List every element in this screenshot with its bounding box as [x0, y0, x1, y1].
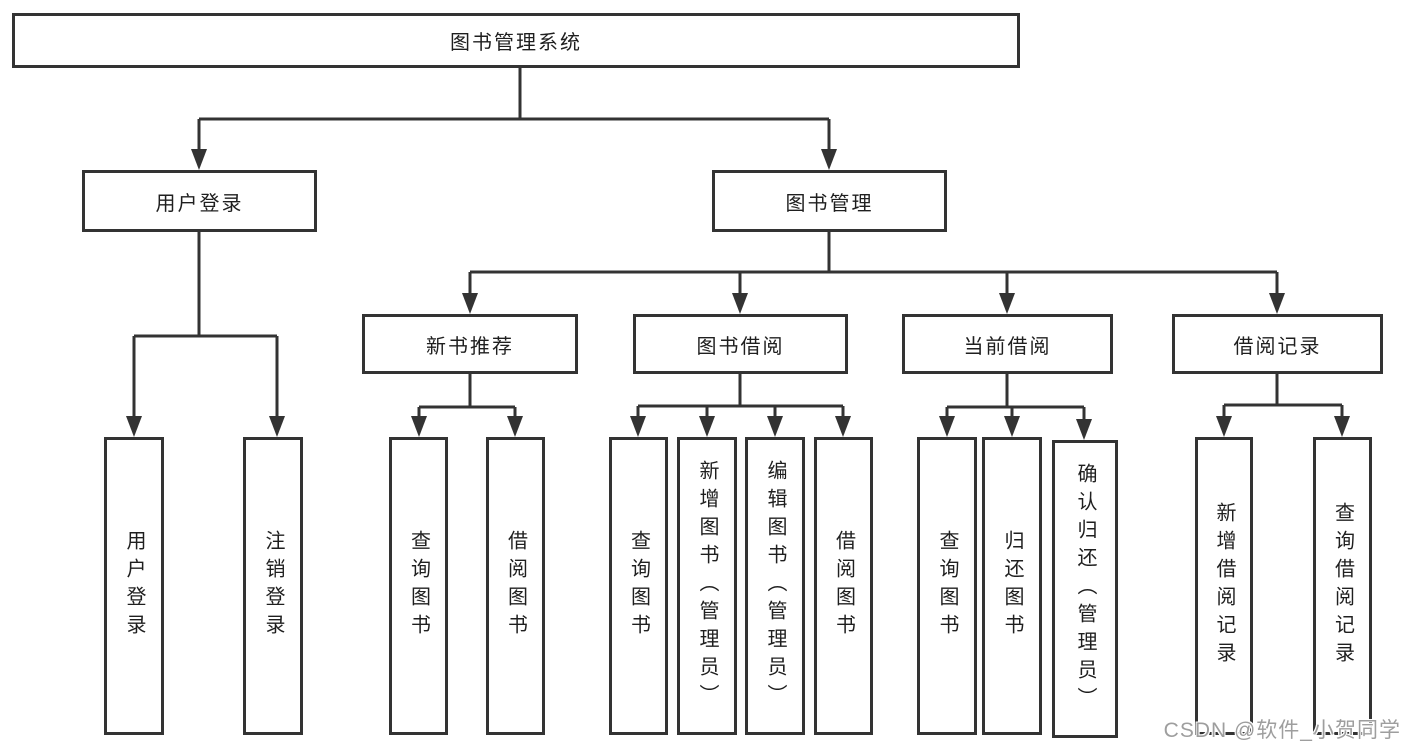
leaf-newbook-borrow-books: 借阅图书	[486, 437, 545, 735]
leaf-current-confirm-return-admin: 确认归还（管理员）	[1052, 440, 1118, 738]
csdn-watermark: CSDN @软件_小贺同学	[1163, 719, 1401, 742]
leaf-borrow-add-books-admin-label: 新增图书（管理员）	[696, 460, 718, 712]
node-current-borrowing-label: 当前借阅	[963, 335, 1052, 358]
leaf-borrow-edit-books-admin-label: 编辑图书（管理员）	[764, 460, 786, 712]
leaf-newbook-query-books-label: 查询图书	[407, 530, 430, 642]
node-borrowing-records: 借阅记录	[1172, 314, 1383, 374]
leaf-current-return-books: 归还图书	[982, 437, 1042, 735]
node-library-management-system: 图书管理系统	[12, 13, 1020, 68]
node-book-borrowing-label: 图书借阅	[696, 335, 785, 358]
node-new-book-recommendation: 新书推荐	[362, 314, 578, 374]
leaf-current-query-books-label: 查询图书	[936, 530, 958, 642]
leaf-borrow-query-books-label: 查询图书	[627, 530, 650, 642]
node-current-borrowing: 当前借阅	[902, 314, 1113, 374]
node-user-login: 用户登录	[82, 170, 317, 232]
node-borrowing-records-label: 借阅记录	[1233, 335, 1322, 358]
leaf-borrow-query-books: 查询图书	[609, 437, 668, 735]
leaf-logout-label: 注销登录	[262, 530, 284, 642]
node-book-management: 图书管理	[712, 170, 947, 232]
leaf-records-add-record: 新增借阅记录	[1195, 437, 1253, 735]
leaf-borrow-borrow-books-label: 借阅图书	[832, 530, 855, 642]
leaf-borrow-edit-books-admin: 编辑图书（管理员）	[745, 437, 805, 735]
leaf-newbook-borrow-books-label: 借阅图书	[504, 530, 527, 642]
leaf-records-add-record-label: 新增借阅记录	[1213, 502, 1235, 670]
leaf-records-query-record: 查询借阅记录	[1313, 437, 1372, 735]
leaf-logout: 注销登录	[243, 437, 303, 735]
node-library-management-system-label: 图书管理系统	[450, 32, 582, 54]
leaf-borrow-add-books-admin: 新增图书（管理员）	[677, 437, 737, 735]
leaf-borrow-borrow-books: 借阅图书	[814, 437, 873, 735]
leaf-current-query-books: 查询图书	[917, 437, 977, 735]
node-book-management-label: 图书管理	[785, 192, 874, 215]
leaf-user-login: 用户登录	[104, 437, 164, 735]
leaf-current-return-books-label: 归还图书	[1001, 530, 1023, 642]
node-new-book-recommendation-label: 新书推荐	[426, 335, 514, 358]
leaf-newbook-query-books: 查询图书	[389, 437, 448, 735]
leaf-current-confirm-return-admin-label: 确认归还（管理员）	[1074, 463, 1096, 715]
node-book-borrowing: 图书借阅	[633, 314, 848, 374]
node-user-login-label: 用户登录	[155, 192, 244, 215]
leaf-user-login-label: 用户登录	[123, 530, 145, 642]
leaf-records-query-record-label: 查询借阅记录	[1331, 502, 1354, 670]
